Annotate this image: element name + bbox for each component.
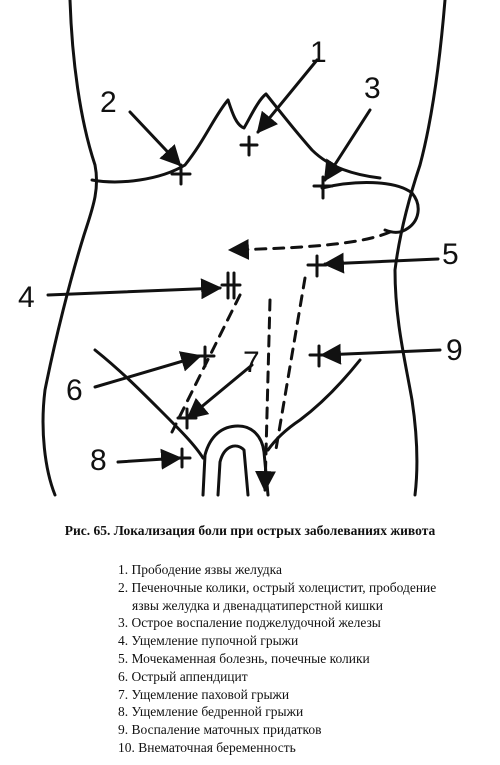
label-7: 7: [243, 346, 260, 379]
arrow-5: [322, 252, 440, 274]
label-4: 4: [18, 281, 35, 314]
torso-left-outline: [41, 0, 99, 497]
gallbladder-loop: [320, 181, 420, 234]
legend-item: 3. Острое воспаление поджелудочной желез…: [118, 614, 436, 632]
label-3: 3: [364, 72, 381, 105]
cross-mark-5: [306, 254, 328, 278]
arrow-6: [93, 351, 203, 389]
legend-item-text: 1. Прободение язвы желудка: [118, 562, 283, 577]
arrow-7: [186, 363, 254, 420]
arrow-8: [116, 448, 183, 470]
legend-item: 8. Ущемление бедренной грыжи: [118, 703, 436, 721]
cross-mark-3: [312, 175, 334, 200]
legend-item-text: 7. Ущемление паховой грыжи: [118, 686, 290, 702]
legend-item: 2. Печеночные колики, острый холецистит,…: [118, 579, 436, 615]
label-6: 6: [66, 374, 83, 407]
cross-mark-8: [172, 447, 192, 469]
groin-inner: [216, 444, 250, 497]
legend-item: 7. Ущемление паховой грыжи: [118, 686, 436, 704]
legend-item-text: 8. Ущемление бедренной грыжи: [118, 704, 304, 720]
legend-item-text: 10. Внематочная беременность: [118, 739, 296, 755]
legend-item-text: 2. Печеночные колики, острый холецистит,…: [118, 579, 437, 595]
arrow-4: [46, 278, 223, 300]
label-5: 5: [442, 238, 459, 271]
label-9: 9: [446, 334, 463, 367]
torso-right-outline: [393, 0, 447, 497]
legend-item-text: 4. Ущемление пупочной грыжи: [118, 633, 299, 649]
legend-item: 9. Воспаление маточных придатков: [118, 721, 436, 739]
label-2: 2: [100, 86, 117, 119]
legend-list: 1. Прободение язвы желудка 2. Печеночные…: [118, 561, 436, 757]
abdomen-diagram: 1 2 3 4 5 6 7 8 9: [18, 0, 463, 497]
cross-mark-1: [239, 135, 259, 157]
legend-item-text: 6. Острый аппендицит: [118, 668, 248, 684]
dashed-loop-line: [227, 230, 392, 260]
arrow-2: [128, 110, 182, 167]
label-1: 1: [310, 36, 327, 69]
cross-mark-2: [170, 163, 192, 186]
arrow-1: [256, 58, 319, 134]
left-inguinal-line: [93, 348, 205, 460]
legend-item: 6. Острый аппендицит: [118, 668, 436, 686]
legend-item: 5. Мочекаменная болезнь, почечные колики: [118, 650, 436, 668]
cross-mark-4: [220, 271, 242, 300]
cross-mark-6: [194, 345, 216, 368]
cross-mark-7: [176, 407, 198, 430]
groin-shape: [201, 424, 270, 497]
arrow-3: [323, 108, 372, 182]
legend-item-text: 5. Мочекаменная болезнь, почечные колики: [118, 650, 370, 666]
rib-arch: [90, 92, 382, 184]
figure-caption: Рис. 65. Локализация боли при острых заб…: [64, 523, 436, 538]
dashed-line-center: [273, 276, 307, 457]
arrow-9: [319, 343, 442, 365]
right-inguinal-line: [266, 358, 362, 452]
cross-mark-9: [308, 344, 330, 368]
legend-item: 1. Прободение язвы желудка: [118, 561, 436, 579]
dashed-line-right: [255, 298, 276, 493]
legend-item: 4. Ущемление пупочной грыжи: [118, 632, 436, 650]
legend-item-text: 3. Острое воспаление поджелудочной желез…: [118, 615, 381, 631]
legend-item-continuation: язвы желудка и двенадцатиперстной кишки: [132, 597, 383, 613]
legend-item-text: 9. Воспаление маточных придатков: [118, 722, 322, 738]
legend-item: 10. Внематочная беременность: [118, 739, 436, 757]
label-8: 8: [90, 444, 107, 477]
